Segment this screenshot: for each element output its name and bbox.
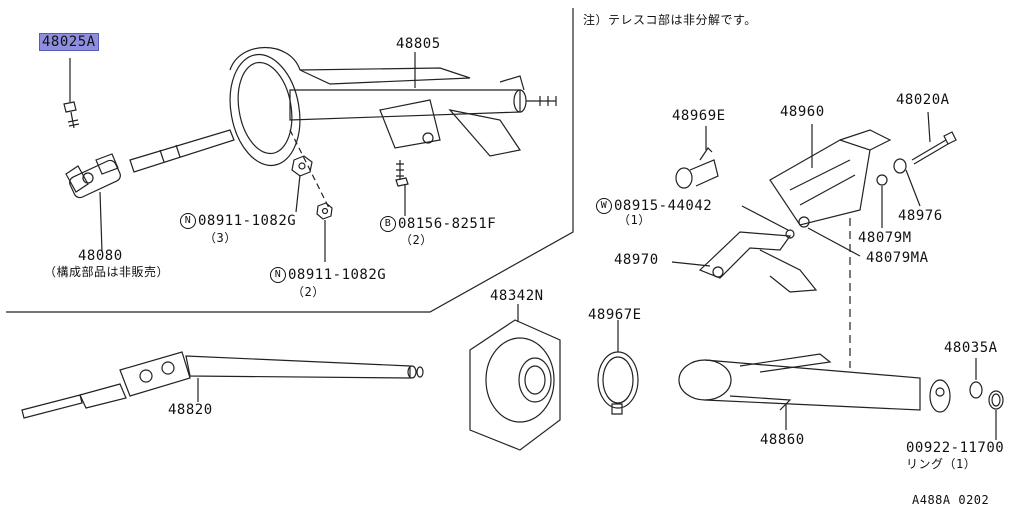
part-number: 08911-1082G — [288, 267, 387, 283]
bracket-48960 — [769, 124, 892, 226]
part-label-48020A[interactable]: 48020A — [896, 92, 950, 108]
part-label-48080[interactable]: 48080 — [78, 248, 123, 264]
ring-00922 — [988, 390, 1004, 410]
part-number: 08156-8251F — [398, 216, 497, 232]
part-label-48820[interactable]: 48820 — [168, 402, 213, 418]
part-label-48025A[interactable]: 48025A — [39, 33, 99, 51]
n-symbol-icon: N — [270, 267, 286, 283]
clamp-48967E — [597, 320, 639, 415]
column-48860 — [678, 353, 951, 430]
part-note-48080: （構成部品は非販売） — [44, 265, 170, 279]
washer-48079MA — [798, 216, 810, 228]
washer-48976 — [893, 158, 907, 174]
w-symbol-icon: W — [596, 198, 612, 214]
part-qty-n1: （3） — [204, 231, 237, 245]
ujoint-48080 — [65, 153, 121, 253]
part-label-48805[interactable]: 48805 — [396, 36, 441, 52]
part-label-48967E[interactable]: 48967E — [588, 307, 642, 323]
part-label-48079M[interactable]: 48079M — [858, 230, 912, 246]
b-symbol-icon: B — [380, 216, 396, 232]
clip-48969E — [675, 126, 719, 189]
column-48805 — [129, 47, 557, 173]
part-label-00922[interactable]: 00922-11700 — [906, 440, 1005, 456]
bolt-48020A — [911, 111, 957, 165]
washer-08915 — [785, 229, 795, 239]
diagram-code: A488A 0202 — [912, 493, 990, 507]
part-label-48969E[interactable]: 48969E — [672, 108, 726, 124]
part-label-48860[interactable]: 48860 — [760, 432, 805, 448]
part-number: 48025A — [42, 34, 96, 50]
part-qty-b1: （2） — [400, 233, 433, 247]
part-48035A — [969, 381, 983, 399]
part-qty-w1: （1） — [618, 213, 651, 227]
boundary-line — [6, 8, 574, 313]
part-label-48342N[interactable]: 48342N — [490, 288, 544, 304]
part-label-48960[interactable]: 48960 — [780, 104, 825, 120]
n-symbol-icon: N — [180, 213, 196, 229]
boot-48342N — [469, 304, 561, 451]
part-label-48079MA[interactable]: 48079MA — [866, 250, 929, 266]
part-qty-n2: （2） — [292, 285, 325, 299]
nut-group — [289, 129, 409, 262]
part-label-48035A[interactable]: 48035A — [944, 340, 998, 356]
part-label-48976[interactable]: 48976 — [898, 208, 943, 224]
bracket-48970 — [671, 231, 818, 293]
shaft-48820 — [21, 351, 424, 419]
disassembly-note: 注）テレスコ部は非分解です。 — [583, 13, 757, 27]
nut-48079M — [876, 174, 888, 186]
bolt-48025A — [63, 58, 80, 129]
part-number: 08911-1082G — [198, 213, 297, 229]
part-note-00922: リング（1） — [906, 457, 977, 471]
part-label-48970[interactable]: 48970 — [614, 252, 659, 268]
part-number: 08915-44042 — [614, 198, 713, 214]
